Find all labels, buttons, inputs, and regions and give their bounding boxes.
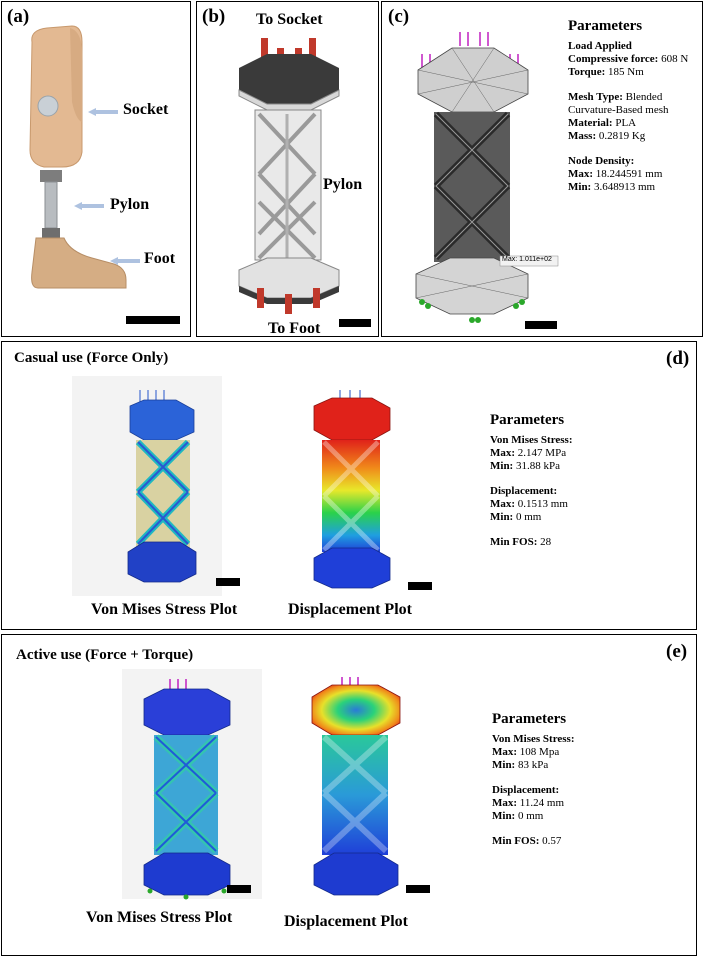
disp-min-label: Min: — [490, 511, 514, 523]
panel-a: (a) Socket Pylon Foot — [1, 1, 191, 337]
panel-e-heading: Active use (Force + Torque) — [16, 647, 194, 663]
scale-bar — [126, 316, 180, 324]
vm-heading: Von Mises Stress: — [492, 733, 575, 745]
caption-stress-d: Von Mises Stress Plot — [91, 601, 238, 618]
vm-heading: Von Mises Stress: — [490, 434, 573, 446]
vm-max-value: 2.147 MPa — [517, 447, 567, 459]
material-label: Material: — [568, 117, 613, 129]
panel-c: (c) Max: 1.011e+02 Parameters Load A — [381, 1, 703, 337]
node-density-heading: Node Density: — [568, 155, 635, 167]
vm-min-label: Min: — [492, 759, 516, 771]
pylon-cad-model — [238, 38, 340, 314]
mesh-model — [415, 32, 559, 323]
panel-c-tag: (c) — [388, 6, 410, 27]
von-mises-stress-plot — [122, 669, 262, 900]
fos-label: Min FOS: — [490, 536, 538, 548]
mass-label: Mass: — [568, 130, 597, 142]
parameters-e: Parameters Von Mises Stress: Max: 108 Mp… — [492, 709, 682, 848]
parameters-title: Parameters — [568, 18, 643, 34]
scale-bar — [216, 578, 240, 586]
material-value: PLA — [615, 117, 637, 129]
mesh-type-value-1: Blended — [625, 91, 663, 103]
label-pylon: Pylon — [110, 196, 150, 213]
disp-max-label: Max: — [492, 797, 518, 809]
torque-label: Torque: — [568, 66, 606, 78]
socket-arrow — [88, 108, 118, 116]
vm-max-value: 108 Mpa — [519, 746, 560, 758]
disp-max-value: 0.1513 mm — [517, 498, 568, 510]
disp-min-value: 0 mm — [517, 810, 544, 822]
panel-d-heading: Casual use (Force Only) — [14, 350, 169, 366]
mass-value: 0.2819 Kg — [598, 130, 646, 142]
pylon-arrow — [74, 202, 104, 210]
node-max-label: Max: — [568, 168, 594, 180]
displacement-plot — [311, 677, 401, 896]
parameters-title: Parameters — [490, 412, 565, 428]
panel-b: (b) To Socket Pylon To Foot — [196, 1, 379, 337]
von-mises-stress-plot — [72, 376, 222, 596]
panel-d-tag: (d) — [666, 348, 690, 369]
label-pylon-b: Pylon — [323, 176, 363, 193]
panel-a-tag: (a) — [7, 6, 30, 27]
torque-value: 185 Nm — [608, 66, 644, 78]
parameters-d: Parameters Von Mises Stress: Max: 2.147 … — [490, 410, 680, 549]
scale-bar — [339, 319, 371, 327]
vm-min-value: 31.88 kPa — [515, 460, 560, 472]
panel-e-tag: (e) — [666, 641, 688, 662]
node-min-value: 3.648913 mm — [593, 181, 656, 193]
panel-e: Active use (Force + Torque) (e) Von Mise… — [1, 634, 697, 956]
foot-arrow — [110, 257, 140, 265]
panel-b-tag: (b) — [202, 6, 226, 27]
disp-max-value: 11.24 mm — [519, 797, 565, 809]
prosthesis-photo — [29, 25, 127, 289]
scale-bar — [525, 321, 557, 329]
label-socket: Socket — [123, 101, 169, 118]
caption-displacement-d: Displacement Plot — [288, 601, 412, 618]
compressive-force-label: Compressive force: — [568, 53, 659, 65]
caption-stress-e: Von Mises Stress Plot — [86, 909, 233, 926]
parameters-title: Parameters — [492, 711, 567, 727]
scale-bar — [408, 582, 432, 590]
scale-bar — [406, 885, 430, 893]
vm-max-label: Max: — [492, 746, 518, 758]
vm-max-label: Max: — [490, 447, 516, 459]
node-min-label: Min: — [568, 181, 592, 193]
node-max-value: 18.244591 mm — [595, 168, 663, 180]
vm-min-label: Min: — [490, 460, 514, 472]
label-to-foot: To Foot — [268, 320, 321, 337]
panel-d: Casual use (Force Only) (d) Von Mises St… — [1, 341, 697, 630]
mesh-type-label: Mesh Type: — [568, 91, 623, 103]
mesh-type-value-2: Curvature-Based mesh — [568, 104, 669, 116]
fos-value: 28 — [540, 536, 552, 548]
max-annotation: Max: 1.011e+02 — [502, 256, 552, 263]
parameters-c: Parameters Load Applied Compressive forc… — [568, 16, 702, 194]
displacement-plot — [313, 390, 391, 589]
fos-value: 0.57 — [542, 835, 562, 847]
load-heading: Load Applied — [568, 40, 632, 52]
scale-bar — [227, 885, 251, 893]
fos-label: Min FOS: — [492, 835, 540, 847]
label-to-socket: To Socket — [256, 11, 323, 28]
disp-max-label: Max: — [490, 498, 516, 510]
vm-min-value: 83 kPa — [517, 759, 549, 771]
disp-min-label: Min: — [492, 810, 516, 822]
disp-min-value: 0 mm — [515, 511, 542, 523]
disp-heading: Displacement: — [492, 784, 560, 796]
label-foot: Foot — [144, 250, 176, 267]
compressive-force-value: 608 N — [661, 53, 689, 65]
disp-heading: Displacement: — [490, 485, 558, 497]
caption-displacement-e: Displacement Plot — [284, 913, 408, 930]
